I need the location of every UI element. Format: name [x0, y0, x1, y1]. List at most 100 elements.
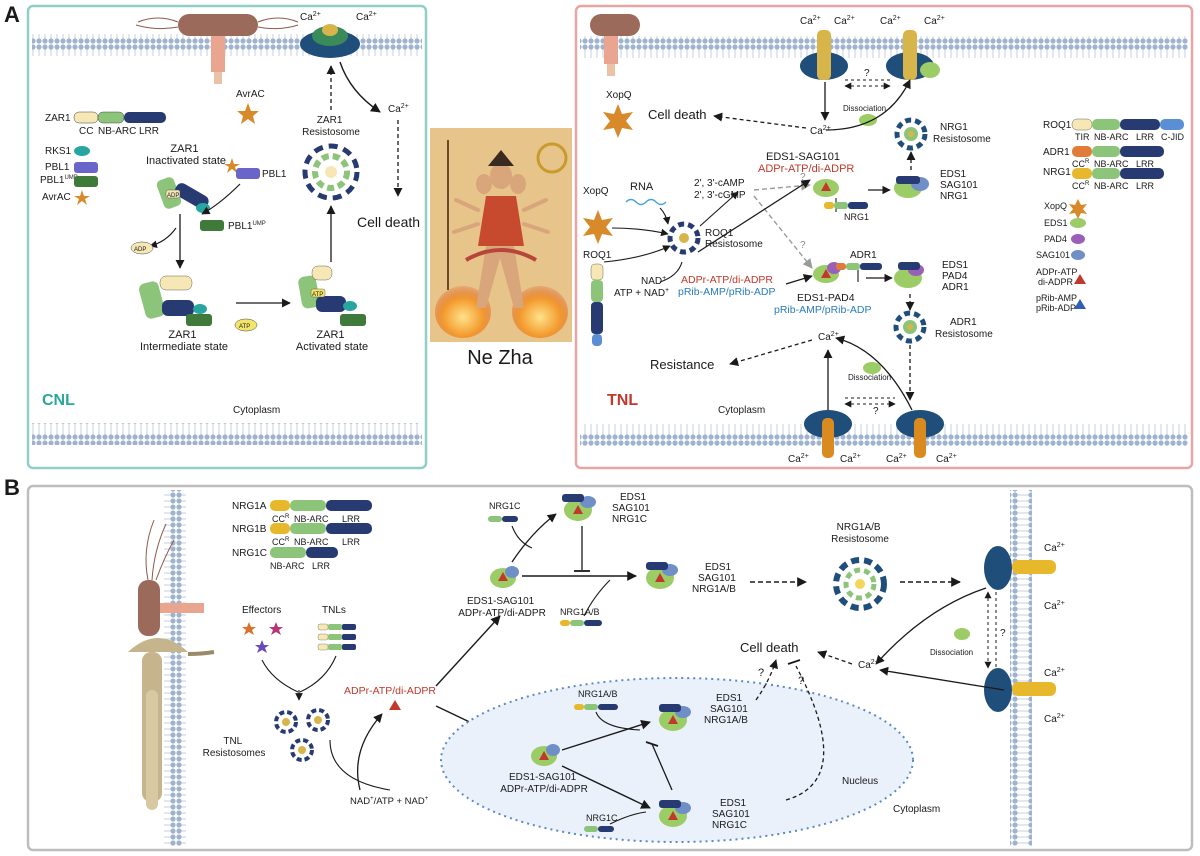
legend-sag101-icon	[1071, 250, 1085, 260]
b-fungus-icon	[128, 638, 215, 810]
b-nuc-complex-c-icon	[659, 800, 691, 827]
effector-star-orange-icon	[242, 622, 256, 635]
b-tnls-label: TNLs	[322, 605, 346, 616]
svg-text:CCR NB-ARC LRR: CCR NB-ARC LRR	[272, 510, 361, 524]
b-effectors-label: Effectors	[242, 605, 281, 616]
b-legend-nrg1b: NRG1B	[232, 524, 267, 535]
svg-text:Ca2+: Ca2+	[388, 103, 409, 115]
svg-text:?: ?	[758, 667, 764, 679]
svg-text:Ca2+ Ca2+ Ca2+: Ca2+ Ca2+ Ca2+ Ca2+	[788, 450, 957, 465]
nezha-illustration	[430, 128, 572, 342]
nrg1-resistosome-label: NRG1 Resistosome	[933, 122, 991, 145]
svg-text:NB-ARC LRR: NB-ARC LRR	[270, 561, 331, 571]
b-nuc-complex-c-label: EDS1 SAG101 NRG1C	[712, 798, 753, 831]
prib-blue-label: pRib-AMP/pRib-ADP	[678, 286, 775, 298]
pbl1-star-icon	[224, 158, 240, 173]
tnl-title: TNL	[607, 392, 638, 409]
b-adpr-center: ADPr-ATP/di-ADPR	[344, 685, 436, 697]
zar1-inactivated-label: ZAR1 Inactivated state	[146, 143, 226, 167]
tnl-membrane-bottom	[580, 424, 1188, 446]
legend-nrg1: NRG1	[1043, 167, 1071, 178]
legend-adpr-atp: ADPr-ATP di-ADPR	[1036, 267, 1080, 287]
flagella-icon	[135, 17, 179, 30]
b-ca-center: Ca	[858, 660, 871, 671]
cgmp-label: 2', 3'-cGMP	[694, 190, 746, 201]
b-legend-nrg1a: NRG1A	[232, 501, 267, 512]
complex-nrg1-label: EDS1 SAG101 NRG1	[940, 169, 981, 202]
pbl1-arrive-icon	[236, 168, 260, 179]
roq1-resistosome-icon	[667, 221, 701, 255]
atp-nad-label: ATP + NAD	[614, 288, 665, 299]
panel-b: NRG1A CCR NB-ARC LRR NRG1B CCR NB-ARC LR…	[26, 484, 1194, 852]
svg-text:NAD+: NAD+	[641, 275, 666, 287]
effector-star-purple-icon	[255, 640, 269, 653]
b-nuc-nrg1ab-label: NRG1A/B	[578, 689, 618, 699]
adr1-resistosome-label: ADR1 Resistosome	[935, 317, 993, 340]
legend-pbl1: PBL1	[45, 162, 70, 173]
nezha-head-icon	[490, 163, 512, 189]
tnl-panel: XopQ Ca2+ Ca2+ Ca2+ Ca2+ ? Dissociation …	[574, 4, 1194, 470]
atp-free-icon	[234, 318, 258, 332]
b-nuc-complex-ab-label: EDS1 SAG101 NRG1A/B	[704, 693, 751, 726]
svg-text:?: ?	[800, 240, 806, 251]
svg-text:?: ?	[873, 406, 879, 417]
nrg1-resistosome-icon	[894, 117, 928, 151]
svg-text:NAD+/ATP + NAD+: NAD+/ATP + NAD+	[350, 796, 429, 807]
b-nuc-complex-ab-icon	[659, 704, 691, 731]
nrg1-label-a: NRG1	[844, 212, 869, 222]
panel-a-label: A	[4, 2, 20, 27]
cnl-title: CNL	[42, 392, 75, 409]
adr1-label-a: ADR1	[850, 250, 877, 261]
svg-text:?: ?	[1000, 628, 1006, 639]
legend-eds1: EDS1	[1044, 218, 1068, 228]
rna-wave-icon	[625, 198, 667, 206]
b-complex-top-icon	[562, 494, 596, 521]
b-tnl-resistosomes-label: TNL Resistosomes	[203, 736, 266, 759]
legend-adpr-triangle-icon	[1074, 274, 1086, 284]
pbl1-ump-bound-icon	[200, 220, 224, 231]
zar1-intermediate-icon	[139, 275, 212, 326]
svg-text:?: ?	[800, 172, 806, 183]
adp-tag: ADP	[167, 193, 179, 199]
roq1-resistosome-label: ROQ1 Resistosome	[705, 228, 763, 250]
xopq-top-label: XopQ	[606, 90, 632, 101]
tnl-dissociation-bottom: Dissociation	[848, 373, 891, 382]
svg-text:?: ?	[798, 675, 804, 687]
nad-label: NAD	[641, 276, 662, 287]
roq1-label: ROQ1	[583, 250, 612, 261]
avrac-top-label: AvrAC	[236, 89, 265, 100]
tnl-proteins-icon	[317, 623, 356, 651]
cnl-border	[26, 4, 428, 470]
secretion-system-icon	[211, 36, 225, 72]
zar1-inactivated-icon	[156, 177, 210, 213]
cnl-cell-death: Cell death	[357, 214, 420, 230]
complex-adr1-label: EDS1 PAD4 ADR1	[942, 260, 971, 293]
xopq-top-star-icon	[603, 104, 633, 138]
svg-text:CCR NB-ARC LRR: CCR NB-ARC LRR	[1072, 177, 1155, 191]
resistance-label: Resistance	[650, 357, 714, 372]
b-bacterium-icon	[138, 580, 160, 636]
b-cell-death: Cell death	[740, 640, 799, 655]
atp-tag: ATP	[312, 292, 323, 298]
legend-adr1: ADR1	[1043, 147, 1070, 158]
b-nuc-nrg1c-label: NRG1C	[586, 813, 618, 823]
nrg1-channel-top-icon	[800, 30, 940, 80]
b-complex-ab-icon	[646, 562, 678, 589]
legend-prib: pRib-AMP pRib-ADP	[1036, 293, 1079, 313]
bacterium-icon	[178, 14, 258, 36]
eds1-pad4-blue: pRib-AMP/pRib-ADP	[774, 304, 871, 316]
cnl-membrane-top	[32, 34, 422, 56]
eds1-sag101-red: ADPr-ATP/di-ADPR	[758, 163, 854, 175]
svg-text:CCR NB-ARC LRR: CCR NB-ARC LRR	[272, 533, 361, 547]
legend-xopq: XopQ	[1044, 201, 1067, 211]
cnl-panel: AvrAC Ca2+ Ca2+ Ca2+ Cell death ZAR1 Res…	[26, 4, 428, 470]
svg-text:PBL1UMP: PBL1UMP	[40, 175, 78, 186]
adr1-channel-bottom-icon	[804, 410, 944, 458]
svg-text:Ca2+: Ca2+	[858, 659, 879, 671]
b-channel-bottom-icon	[984, 668, 1056, 712]
svg-text:Ca2+ Ca2+ Ca2+: Ca2+ Ca2+ Ca2+ Ca2+	[800, 12, 945, 27]
panel-b-border	[26, 484, 1194, 852]
b-adpr-triangle-icon	[389, 700, 401, 710]
eds1-pad4-title: EDS1-PAD4	[797, 292, 855, 304]
